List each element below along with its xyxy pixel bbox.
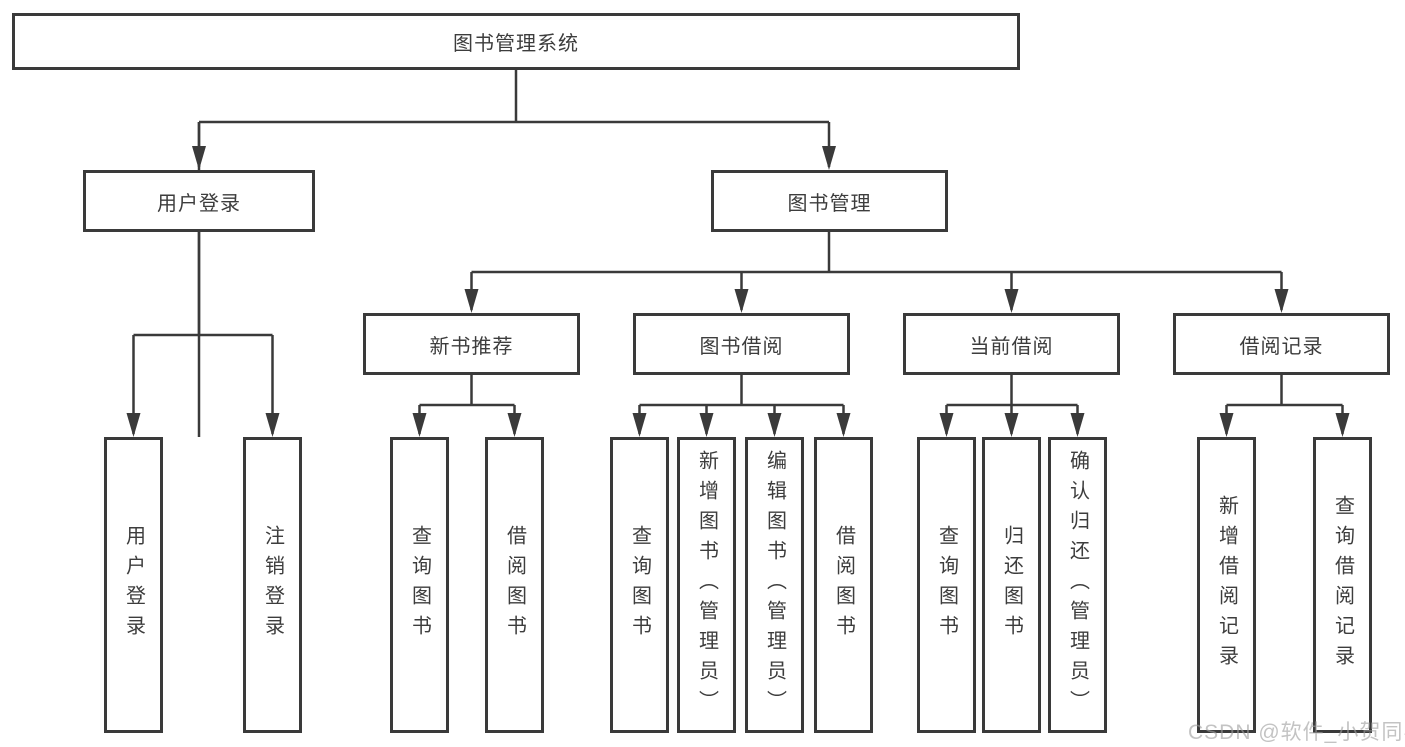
section-current-borrow-label: 当前借阅 (969, 335, 1054, 358)
leaf-user-login-label: 用户登录 (122, 525, 145, 645)
branch-book-management-label: 图书管理 (787, 192, 872, 215)
leaf-add-borrow-record: 新增借阅记录 (1197, 437, 1256, 733)
leaf-borrow-books-1-label: 借阅图书 (503, 525, 526, 645)
branch-user-login: 用户登录 (83, 170, 315, 232)
branch-user-login-label: 用户登录 (157, 192, 241, 215)
leaf-query-books-1-label: 查询图书 (408, 525, 431, 645)
leaf-logout-label: 注销登录 (261, 525, 284, 645)
leaf-confirm-return-admin-label: 确认归还（管理员） (1066, 450, 1089, 720)
leaf-query-borrow-record-label: 查询借阅记录 (1331, 495, 1354, 675)
leaf-query-books-3: 查询图书 (917, 437, 976, 733)
edge-records-to-leaves (1225, 375, 1344, 434)
leaf-query-books-3-label: 查询图书 (935, 525, 958, 645)
section-borrow-records: 借阅记录 (1173, 313, 1390, 375)
leaf-logout: 注销登录 (243, 437, 302, 733)
root-label: 图书管理系统 (453, 33, 579, 55)
leaf-borrow-books-2-label: 借阅图书 (832, 525, 855, 645)
leaf-add-borrow-record-label: 新增借阅记录 (1215, 495, 1238, 675)
edge-root-to-level2 (197, 67, 831, 437)
leaf-query-borrow-record: 查询借阅记录 (1313, 437, 1372, 733)
leaf-return-books-label: 归还图书 (1000, 525, 1023, 645)
edge-borrow-to-leaves (638, 375, 845, 434)
section-current-borrow: 当前借阅 (903, 313, 1120, 375)
leaf-query-books-1: 查询图书 (390, 437, 449, 733)
leaf-query-books-2: 查询图书 (610, 437, 669, 733)
edge-current-to-leaves (945, 375, 1079, 434)
section-book-borrow-label: 图书借阅 (699, 335, 784, 358)
branch-book-management: 图书管理 (711, 170, 948, 232)
leaf-borrow-books-2: 借阅图书 (814, 437, 873, 733)
edge-newbook-to-leaves (418, 375, 516, 434)
section-borrow-records-label: 借阅记录 (1239, 335, 1324, 358)
root-box: 图书管理系统 (12, 13, 1020, 70)
leaf-edit-book-admin: 编辑图书（管理员） (745, 437, 804, 733)
leaf-user-login: 用户登录 (104, 437, 163, 733)
leaf-borrow-books-1: 借阅图书 (485, 437, 544, 733)
leaf-add-book-admin-label: 新增图书（管理员） (695, 450, 718, 720)
watermark: CSDN @软件_小贺同学 (1188, 721, 1405, 744)
leaf-query-books-2-label: 查询图书 (628, 525, 651, 645)
edge-userlogin-to-leaves (132, 232, 274, 434)
leaf-edit-book-admin-label: 编辑图书（管理员） (763, 450, 786, 720)
section-book-borrow: 图书借阅 (633, 313, 850, 375)
section-new-book-recommend-label: 新书推荐 (429, 335, 514, 358)
edge-mgmt-to-sections (470, 232, 1283, 310)
leaf-confirm-return-admin: 确认归还（管理员） (1048, 437, 1107, 733)
leaf-add-book-admin: 新增图书（管理员） (677, 437, 736, 733)
section-new-book-recommend: 新书推荐 (363, 313, 580, 375)
leaf-return-books: 归还图书 (982, 437, 1041, 733)
